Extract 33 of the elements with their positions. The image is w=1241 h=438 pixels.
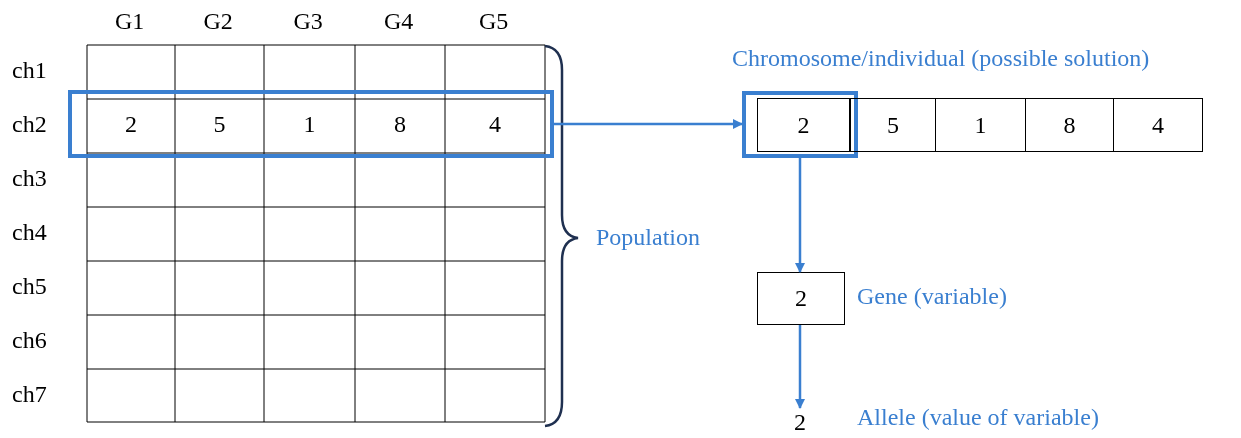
column-header: G4 bbox=[384, 8, 414, 35]
arrow bbox=[795, 325, 805, 409]
cell-value: 8 bbox=[393, 109, 407, 139]
row-header: ch3 bbox=[12, 165, 47, 192]
row-header: ch7 bbox=[12, 380, 47, 408]
column-header: G2 bbox=[203, 8, 233, 35]
node-caption: Gene (variable) bbox=[857, 283, 1007, 310]
row-header: ch4 bbox=[12, 219, 47, 246]
cell-value: 2 bbox=[124, 109, 138, 139]
allele-value: 2 bbox=[786, 408, 814, 436]
brace-label: Population bbox=[596, 224, 700, 251]
column-header: G1 bbox=[115, 8, 145, 35]
gene-cell: 2 bbox=[757, 98, 850, 152]
gene-cell: 4 bbox=[1113, 98, 1203, 152]
arrow bbox=[554, 119, 743, 129]
row-header: ch5 bbox=[12, 273, 47, 300]
cell-value: 5 bbox=[212, 109, 227, 139]
heading: Chromosome/individual (possible solution) bbox=[732, 45, 1150, 72]
gene-cell: 5 bbox=[850, 98, 936, 152]
highlight-box bbox=[742, 91, 858, 158]
gene-cell: 1 bbox=[935, 98, 1026, 152]
column-header: G5 bbox=[479, 8, 509, 35]
gene-box: 2 bbox=[757, 272, 845, 325]
arrow bbox=[795, 158, 805, 273]
cell-value: 4 bbox=[488, 109, 502, 139]
highlight-box bbox=[68, 90, 554, 158]
row-header: ch6 bbox=[12, 327, 47, 354]
cell-value: 1 bbox=[302, 109, 317, 139]
gene-cell: 8 bbox=[1025, 98, 1114, 152]
row-header: ch2 bbox=[12, 111, 47, 138]
row-header: ch1 bbox=[12, 57, 47, 84]
node-caption: Allele (value of variable) bbox=[857, 404, 1099, 431]
column-header: G3 bbox=[293, 8, 323, 35]
